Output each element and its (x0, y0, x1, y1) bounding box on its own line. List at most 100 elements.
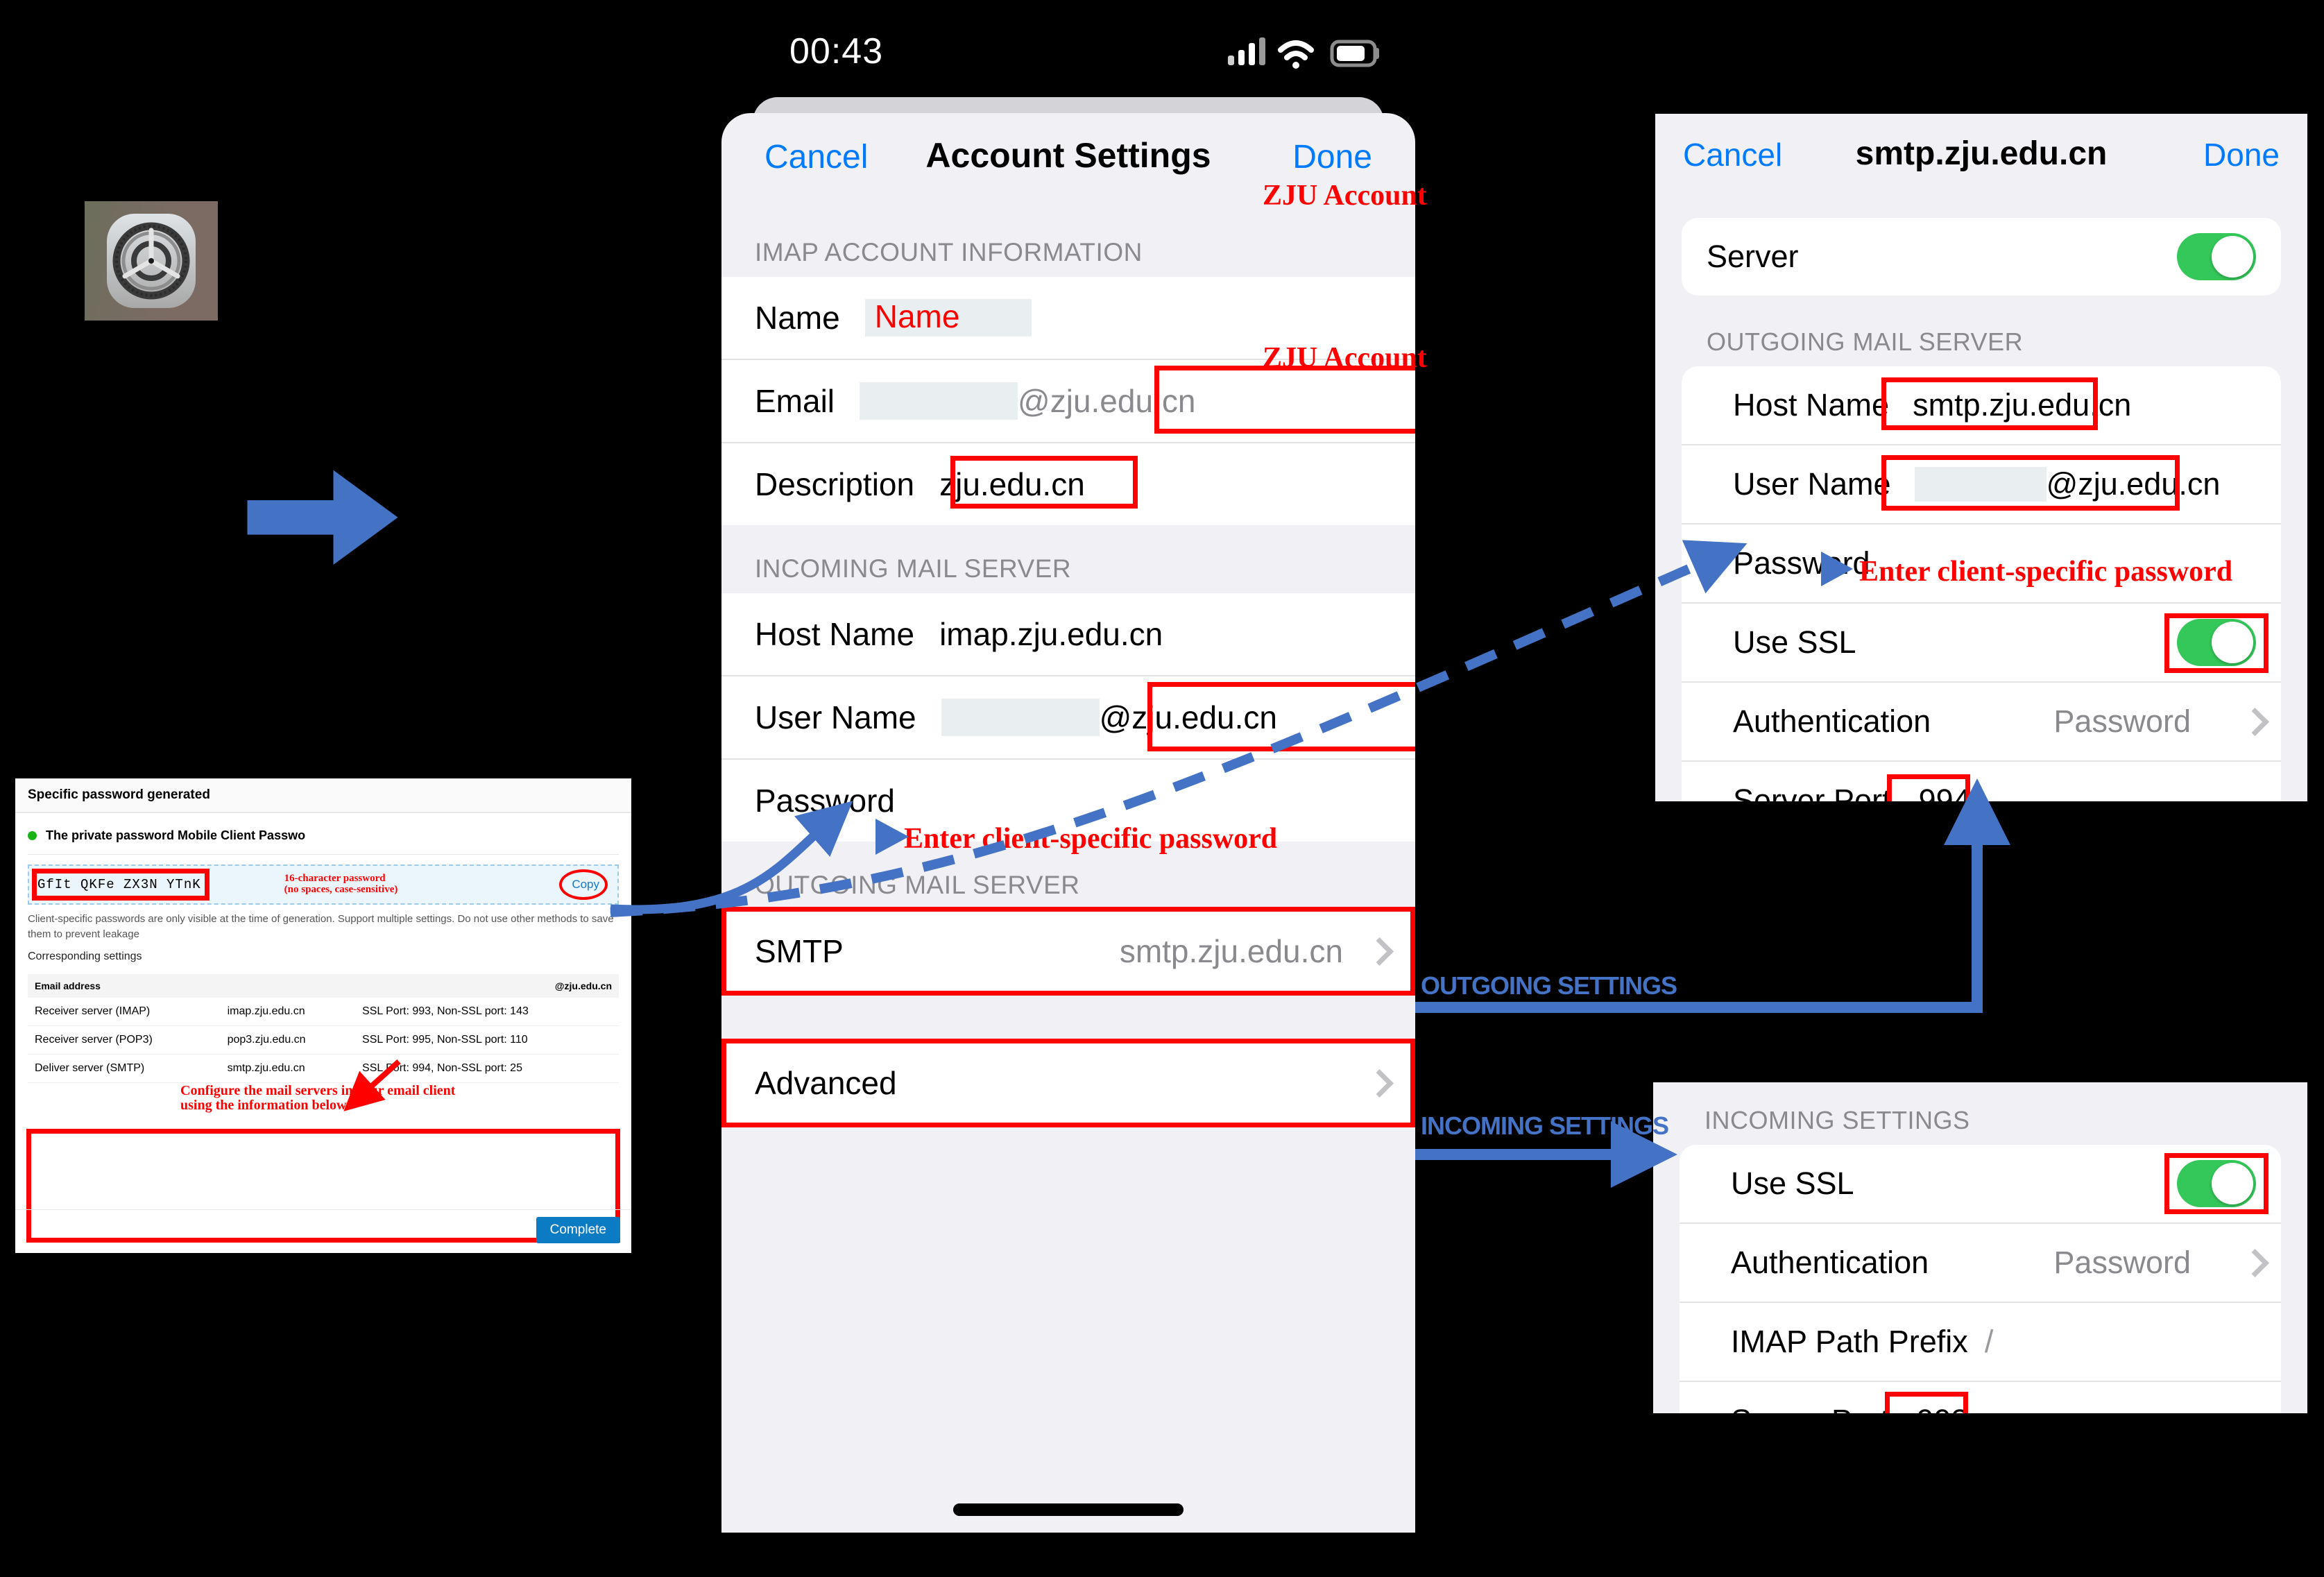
smtp-cancel-button[interactable]: Cancel (1683, 137, 1783, 173)
server-settings-table: Email address @zju.edu.cn Receiver serve… (28, 973, 619, 1083)
description-label: Description (755, 466, 915, 502)
smtp-value: smtp.zju.edu.cn (1119, 933, 1343, 969)
row-smtp-host[interactable]: Host Name smtp.zju.edu.cn (1682, 366, 2281, 444)
cellular-signal-icon (1228, 37, 1265, 65)
chevron-right-icon (2244, 1250, 2259, 1276)
incoming-ssl-toggle[interactable] (2177, 1160, 2256, 1207)
row-name[interactable]: Name Name (721, 277, 1415, 360)
row-imap-host: imap.zju.edu.cn (220, 997, 356, 1026)
advanced-label: Advanced (755, 1065, 897, 1101)
name-field[interactable]: Name (864, 298, 1032, 336)
row-pop3-ports: SSL Port: 995, Non-SSL port: 110 (355, 1025, 619, 1055)
chevron-right-icon (2244, 708, 2259, 735)
incoming-port-value: 993 (1917, 1403, 1969, 1413)
smtp-password-label: Password (1733, 545, 1870, 581)
row-advanced[interactable]: Advanced (721, 1039, 1415, 1127)
imap-account-group: Name Name Email @zju.edu.cn Description … (721, 277, 1415, 525)
divider (15, 1209, 631, 1210)
row-pop3-host: pop3.zju.edu.cn (220, 1025, 356, 1055)
row-description[interactable]: Description zju.edu.cn (721, 443, 1415, 525)
done-button[interactable]: Done (1292, 139, 1372, 176)
incoming-port-label: Server Port (1731, 1403, 1889, 1413)
row-smtp-port[interactable]: Server Port 994 (1682, 760, 2281, 801)
smtp-host-value: smtp.zju.edu.cn (1913, 387, 2132, 423)
row-smtp[interactable]: SMTP smtp.zju.edu.cn (721, 907, 1415, 996)
row-smtp-ports: SSL Port: 994, Non-SSL port: 25 (355, 1054, 619, 1083)
smtp-ssl-toggle[interactable] (2177, 619, 2256, 666)
section-header-incoming: INCOMING MAIL SERVER (755, 554, 1072, 583)
smtp-server-card: Server (1682, 218, 2281, 296)
copy-highlight-ellipse (559, 869, 608, 900)
imap-prefix-label: IMAP Path Prefix (1731, 1324, 1968, 1359)
incoming-user-field[interactable]: @zju.edu.cn (941, 699, 1277, 736)
name-label: Name (755, 300, 840, 336)
table-header-row: Email address @zju.edu.cn (28, 973, 619, 998)
chevron-right-icon (1368, 938, 1383, 964)
incoming-host-value: imap.zju.edu.cn (939, 616, 1163, 652)
smtp-auth-label: Authentication (1733, 704, 1931, 739)
row-incoming-ssl[interactable]: Use SSL (1680, 1145, 2281, 1222)
table-highlight-box (26, 1129, 620, 1243)
row-imap-ports: SSL Port: 993, Non-SSL port: 143 (355, 997, 619, 1026)
smtp-ssl-label: Use SSL (1733, 624, 1856, 660)
smtp-user-field[interactable]: @zju.edu.cn (1914, 466, 2221, 502)
incoming-section-header: INCOMING SETTINGS (1704, 1106, 1970, 1134)
wifi-icon (1278, 40, 1314, 60)
smtp-host-label: Host Name (1733, 387, 1890, 423)
smtp-settings-panel: Cancel smtp.zju.edu.cn Done Server OUTGO… (1655, 114, 2307, 801)
divider (28, 854, 619, 855)
table-row: Receiver server (POP3) pop3.zju.edu.cn S… (28, 1025, 619, 1055)
annotation-zju-account-2: ZJU Account (1263, 342, 1427, 374)
smtp-port-label: Server Port (1733, 783, 1891, 801)
status-icons (1228, 35, 1387, 76)
email-field[interactable]: @zju.edu.cn (860, 382, 1195, 420)
server-toggle[interactable] (2177, 233, 2256, 280)
row-smtp-auth[interactable]: Authentication Password (1682, 681, 2281, 760)
row-incoming-user[interactable]: User Name @zju.edu.cn (721, 676, 1415, 760)
group-spacer (721, 993, 1415, 1041)
annotation-enter-password-2: Enter client-specific password (1859, 556, 2233, 588)
annotation-enter-password-1: Enter client-specific password (904, 823, 1278, 855)
smtp-done-button[interactable]: Done (2203, 137, 2280, 173)
password-box: GfIt QKFe ZX3N YTnK 16-character passwor… (28, 864, 619, 905)
description-value[interactable]: zju.edu.cn (939, 466, 1085, 502)
table-row: Receiver server (IMAP) imap.zju.edu.cn S… (28, 997, 619, 1026)
configure-annotation: Configure the mail servers in your email… (180, 1083, 456, 1113)
copy-button[interactable]: Copy (572, 878, 599, 891)
incoming-settings-card: Use SSL Authentication Password IMAP Pat… (1680, 1145, 2281, 1413)
incoming-host-label: Host Name (755, 616, 915, 652)
name-value: Name (874, 298, 960, 334)
row-incoming-host[interactable]: Host Name imap.zju.edu.cn (721, 593, 1415, 676)
private-password-text: The private password Mobile Client Passw… (46, 828, 306, 842)
generated-password[interactable]: GfIt QKFe ZX3N YTnK (37, 877, 201, 892)
complete-button[interactable]: Complete (536, 1217, 620, 1243)
th-email-address: Email address (28, 973, 221, 998)
row-smtp-ssl[interactable]: Use SSL (1682, 602, 2281, 681)
row-incoming-auth[interactable]: Authentication Password (1680, 1222, 2281, 1302)
row-incoming-port[interactable]: Server Port 993 (1680, 1381, 2281, 1413)
row-smtp-user[interactable]: User Name @zju.edu.cn (1682, 444, 2281, 523)
row-imap-path-prefix[interactable]: IMAP Path Prefix / (1680, 1302, 2281, 1381)
smtp-user-masked (1914, 467, 2047, 502)
row-server-toggle[interactable]: Server (1682, 218, 2281, 296)
settings-app-icon[interactable] (85, 201, 218, 321)
outgoing-mail-group: SMTP smtp.zju.edu.cn (721, 907, 1415, 996)
incoming-user-suffix: @zju.edu.cn (1099, 699, 1278, 735)
table-row: Deliver server (SMTP) smtp.zju.edu.cn SS… (28, 1054, 619, 1083)
password-note: Client-specific passwords are only visib… (28, 913, 614, 940)
incoming-user-label: User Name (755, 699, 916, 735)
password-hint-line2: (no spaces, case-sensitive) (284, 884, 398, 895)
smtp-port-value: 994 (1918, 783, 1971, 801)
incoming-password-label: Password (755, 783, 895, 819)
sheet-navbar: Cancel Account Settings Done (721, 113, 1415, 196)
incoming-auth-value: Password (2053, 1245, 2191, 1280)
smtp-user-suffix: @zju.edu.cn (2046, 466, 2221, 502)
corresponding-settings-label: Corresponding settings (28, 950, 142, 962)
server-label: Server (1707, 239, 1799, 274)
smtp-section-header: OUTGOING MAIL SERVER (1707, 327, 2024, 356)
cancel-button[interactable]: Cancel (764, 139, 869, 176)
row-pop3-name: Receiver server (POP3) (28, 1025, 221, 1055)
annotation-incoming-settings: INCOMING SETTINGS (1421, 1111, 1669, 1140)
row-email[interactable]: Email @zju.edu.cn (721, 360, 1415, 443)
incoming-user-masked (941, 699, 1100, 736)
